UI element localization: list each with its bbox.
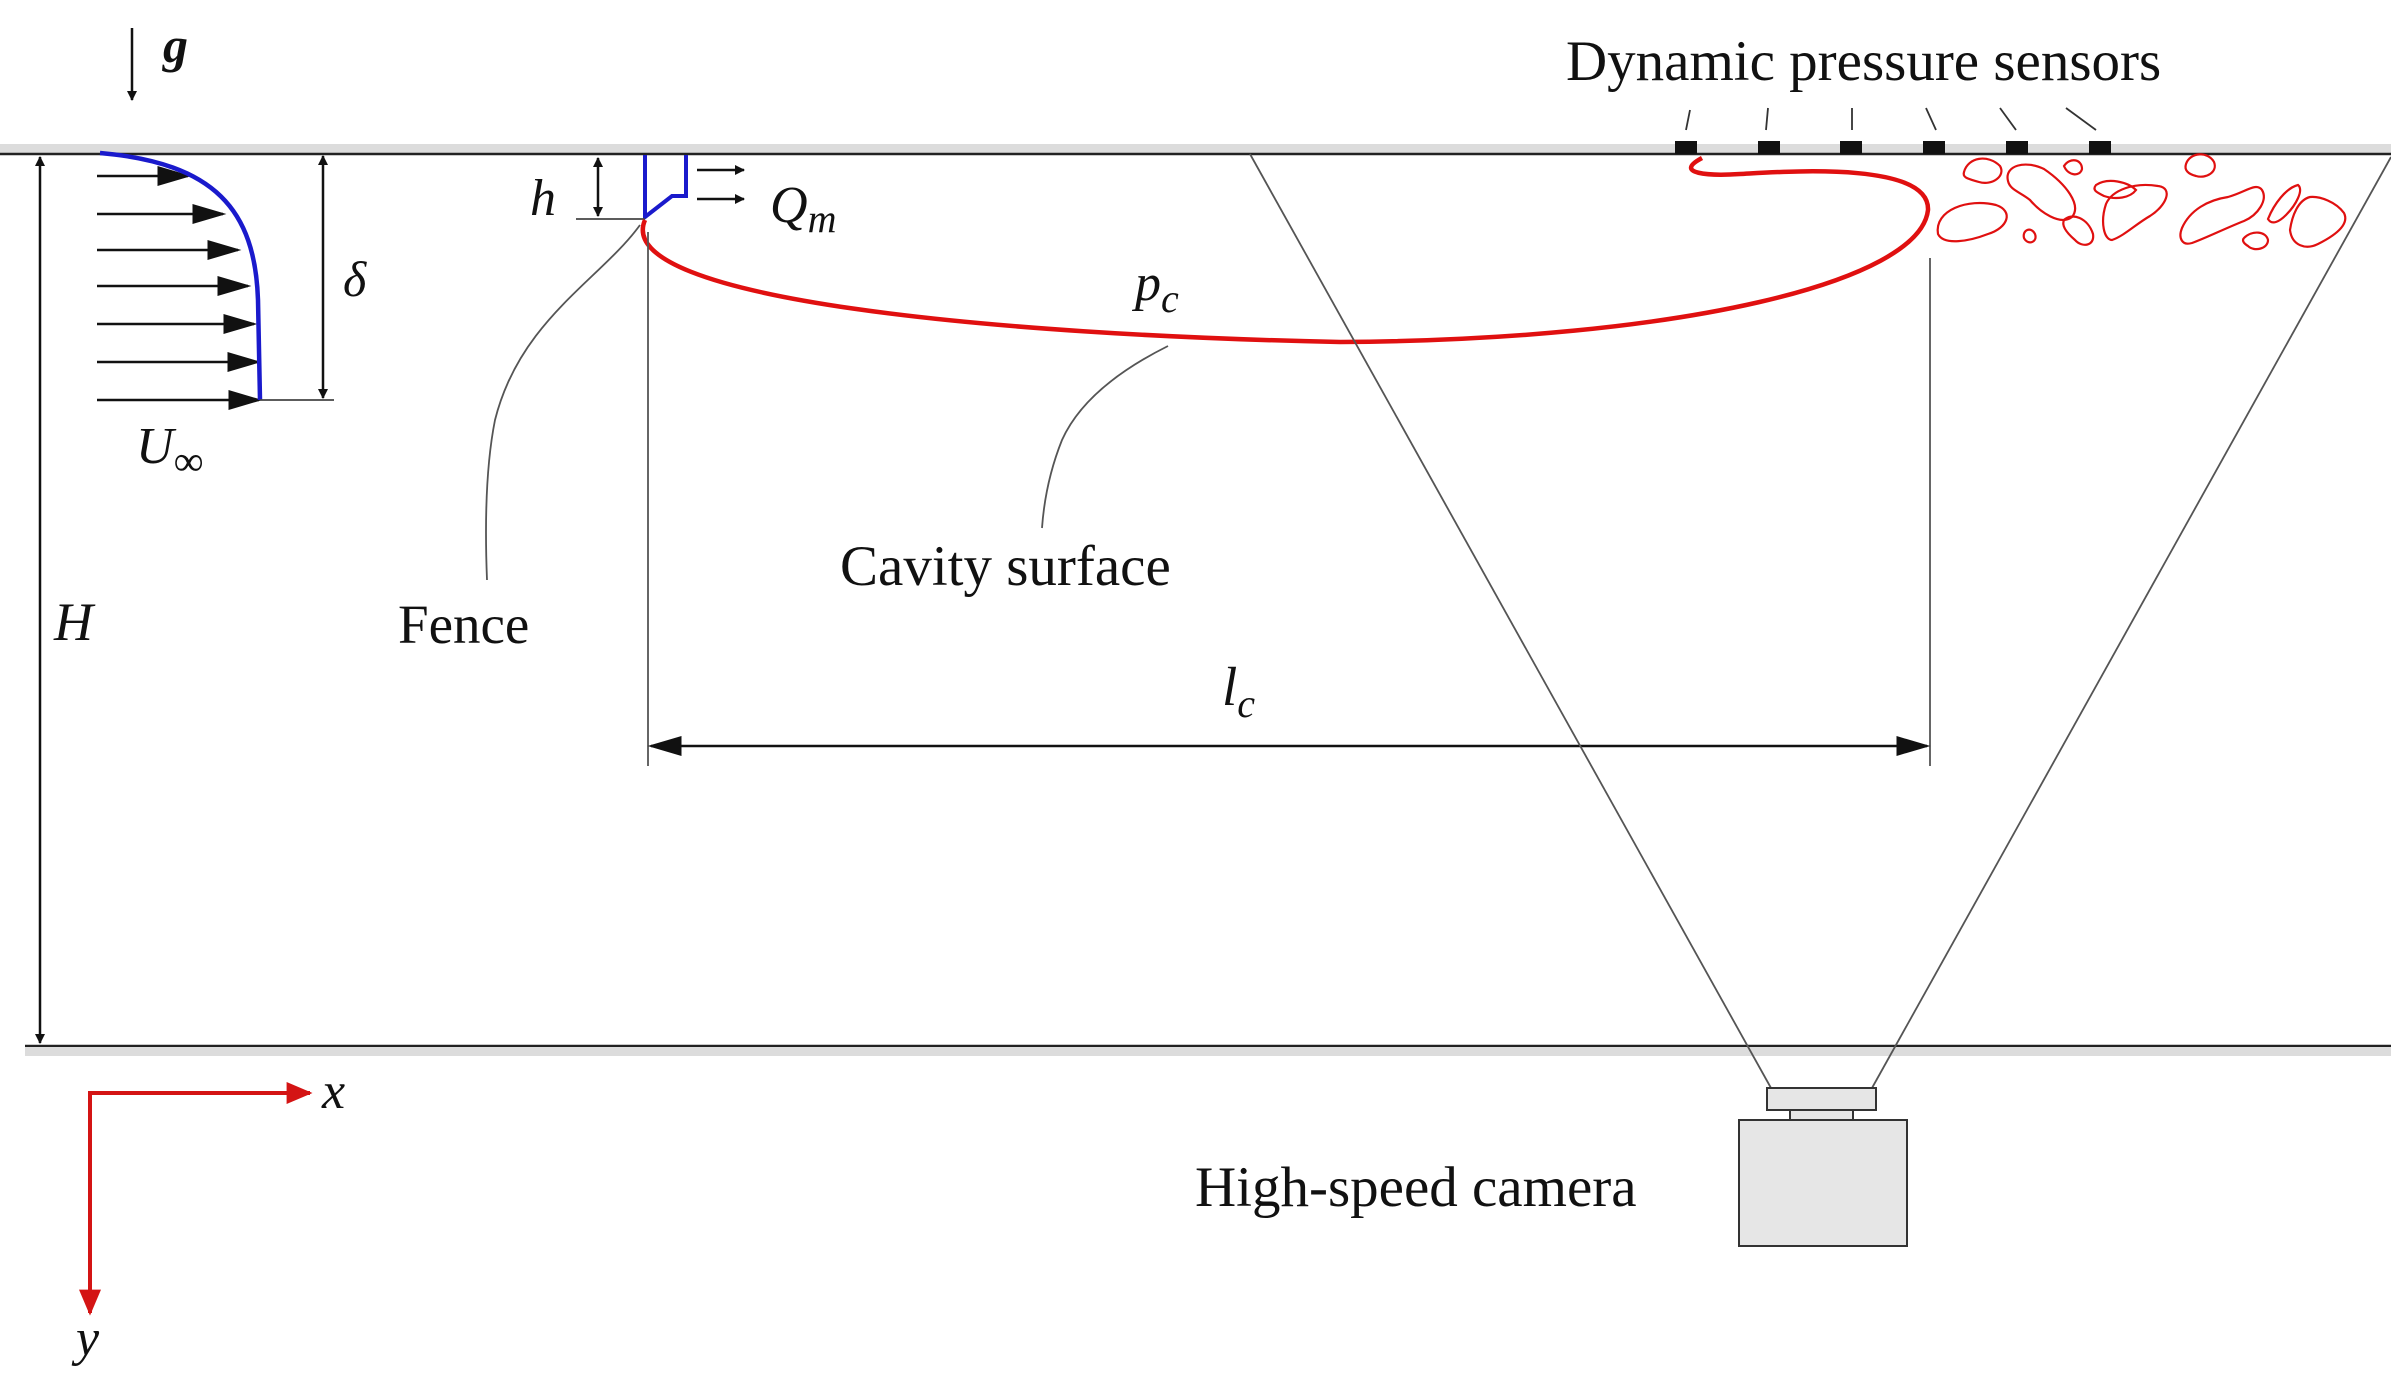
y-axis-label: y — [71, 1310, 100, 1367]
fence-height-label: h — [530, 170, 556, 227]
delta-label: δ — [343, 251, 367, 307]
sensor — [2089, 141, 2111, 154]
cavity-bubbles — [1936, 153, 2347, 251]
bottom-wall — [25, 1044, 2391, 1056]
cavity-surface-label: Cavity surface — [840, 535, 1171, 598]
fence — [643, 155, 688, 222]
camera-view-line-left — [1249, 153, 1772, 1089]
sensors-label: Dynamic pressure sensors — [1566, 30, 2161, 93]
cavity-surface-leader — [1041, 345, 1169, 529]
sensor — [1923, 141, 1945, 154]
top-wall — [0, 144, 2391, 156]
cavity-pressure-label: pc — [1131, 255, 1179, 321]
free-stream-label: U∞ — [136, 418, 204, 485]
sensor — [1840, 141, 1862, 154]
high-speed-camera — [1738, 1087, 1908, 1247]
cavity-surface — [640, 156, 1931, 345]
channel-height-label: H — [53, 592, 96, 652]
fence-leader — [485, 224, 641, 581]
velocity-profile — [97, 150, 263, 410]
gravity-label: g — [162, 17, 188, 73]
cavity-length-label: lc — [1222, 656, 1255, 726]
x-axis-label: x — [321, 1063, 345, 1120]
sensor — [1758, 141, 1780, 154]
camera-label: High-speed camera — [1195, 1156, 1637, 1219]
fence-label: Fence — [398, 594, 529, 655]
camera-view-line-right — [1871, 156, 2391, 1089]
sensor — [1675, 141, 1697, 154]
sensor-leaders — [1685, 107, 2097, 131]
mass-flow-label: Qm — [770, 177, 836, 241]
pressure-sensors — [1675, 141, 2111, 154]
sensor — [2006, 141, 2028, 154]
